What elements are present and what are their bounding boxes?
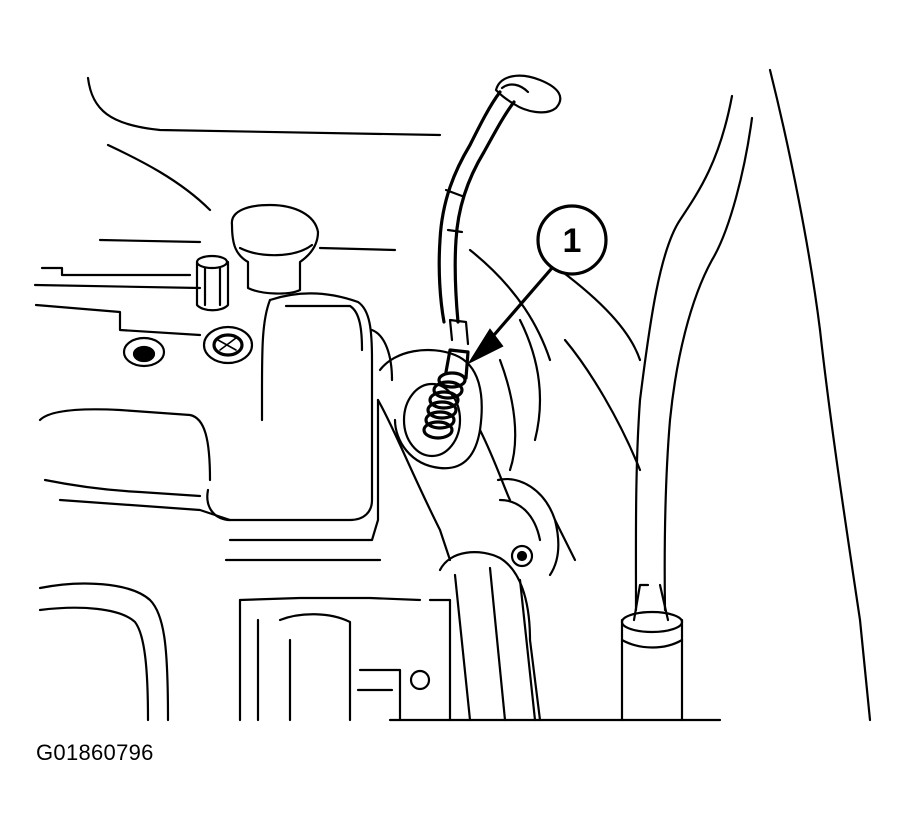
manifold-boss [376, 348, 512, 562]
sensor-wire [437, 74, 562, 324]
reservoir-housing [38, 292, 394, 562]
right-fender-outline [468, 68, 872, 722]
mounting-hole [122, 336, 166, 368]
filler-cap [230, 203, 320, 295]
upper-body-outline [33, 76, 442, 337]
bolt [202, 325, 254, 365]
sensor-post [195, 254, 230, 312]
callout-arrow [467, 266, 554, 365]
pipe-fitting [438, 477, 577, 722]
oxygen-sensor [422, 318, 470, 440]
figure-code: G01860796 [36, 740, 154, 765]
lower-left-hose [38, 582, 170, 722]
callout-circle: 1 [536, 204, 608, 276]
strut-tube [620, 583, 684, 722]
callout-number: 1 [563, 222, 582, 260]
lower-components [238, 596, 722, 722]
